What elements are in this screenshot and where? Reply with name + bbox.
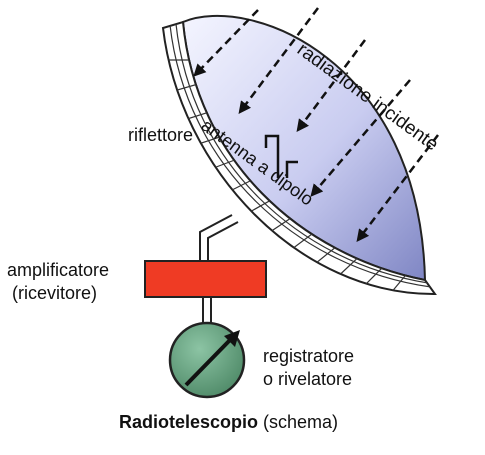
recorder-meter <box>168 321 246 399</box>
incident-radiation-arrows <box>193 7 439 242</box>
label-amplifier-line1: amplificatore <box>7 260 109 280</box>
radiation-arrow <box>238 7 319 114</box>
radiation-arrow <box>356 134 439 242</box>
caption-normal: (schema) <box>258 412 338 432</box>
label-amplifier-line2: (ricevitore) <box>12 283 97 303</box>
feed-cables <box>199 214 239 326</box>
radiation-arrow <box>296 39 367 133</box>
amplifier-box <box>144 260 267 298</box>
meter-needle-icon <box>224 330 240 347</box>
label-recorder-line2: o rivelatore <box>263 369 352 389</box>
dipole-antenna <box>264 134 298 178</box>
label-reflector: riflettore <box>128 125 193 145</box>
caption-bold: Radiotelescopio <box>119 412 258 432</box>
label-recorder-line1: registratore <box>263 346 354 366</box>
caption: Radiotelescopio (schema) <box>119 412 338 432</box>
radiation-arrow <box>193 9 259 77</box>
